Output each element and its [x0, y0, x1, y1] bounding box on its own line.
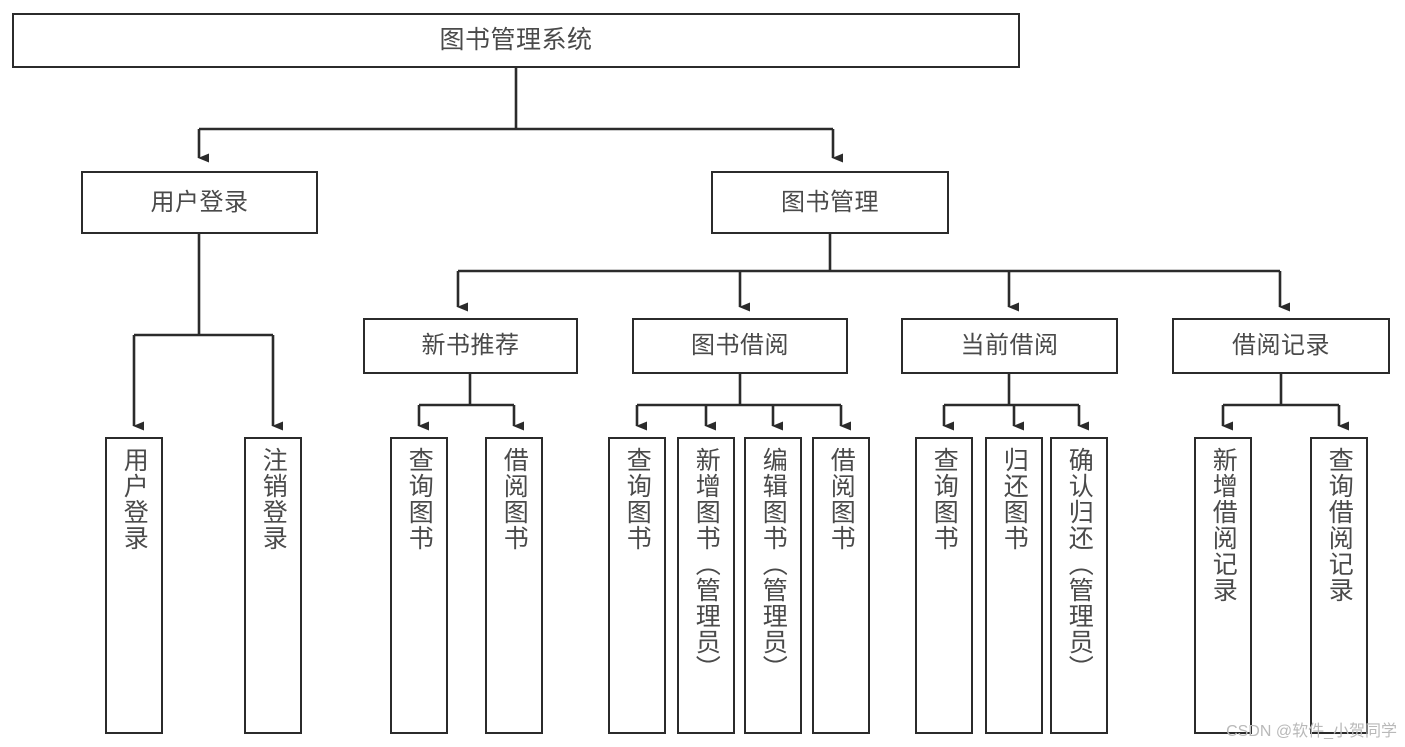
node-book-borrow[interactable]: 图书借阅 — [632, 318, 848, 374]
leaf-borrow-record-add[interactable]: 新增借阅记录 — [1194, 437, 1252, 734]
node-current-borrow-label: 当前借阅 — [960, 332, 1059, 359]
leaf-label: 新增图书（管理员） — [692, 447, 721, 681]
node-book-management-label: 图书管理 — [781, 188, 879, 216]
leaf-label: 用户登录 — [120, 447, 149, 551]
node-new-book-recommend-label: 新书推荐 — [421, 332, 520, 359]
leaf-new-book-borrow[interactable]: 借阅图书 — [485, 437, 543, 734]
leaf-label: 注销登录 — [259, 447, 288, 551]
node-borrow-record-label: 借阅记录 — [1232, 332, 1330, 359]
node-book-management[interactable]: 图书管理 — [711, 171, 949, 234]
leaf-user-login-logout[interactable]: 注销登录 — [244, 437, 302, 734]
leaf-book-borrow-query[interactable]: 查询图书 — [608, 437, 666, 734]
node-book-borrow-label: 图书借阅 — [691, 332, 789, 359]
leaf-book-borrow-edit[interactable]: 编辑图书（管理员） — [744, 437, 802, 734]
leaf-book-borrow-borrow[interactable]: 借阅图书 — [812, 437, 870, 734]
node-user-login[interactable]: 用户登录 — [81, 171, 318, 234]
leaf-current-borrow-confirm-return[interactable]: 确认归还（管理员） — [1050, 437, 1108, 734]
watermark: CSDN @软件_小贺同学 — [1226, 723, 1397, 740]
leaf-label: 查询图书 — [405, 447, 434, 551]
leaf-label: 确认归还（管理员） — [1065, 447, 1094, 681]
leaf-label: 查询借阅记录 — [1325, 447, 1354, 603]
leaf-label: 借阅图书 — [500, 447, 529, 551]
leaf-label: 查询图书 — [623, 447, 652, 551]
leaf-current-borrow-return[interactable]: 归还图书 — [985, 437, 1043, 734]
node-user-login-label: 用户登录 — [150, 188, 249, 216]
leaf-label: 借阅图书 — [827, 447, 856, 551]
node-current-borrow[interactable]: 当前借阅 — [901, 318, 1118, 374]
leaf-current-borrow-query[interactable]: 查询图书 — [915, 437, 973, 734]
leaf-label: 归还图书 — [1000, 447, 1029, 551]
leaf-label: 编辑图书（管理员） — [759, 447, 788, 681]
leaf-label: 查询图书 — [930, 447, 959, 551]
node-root[interactable]: 图书管理系统 — [12, 13, 1020, 68]
node-new-book-recommend[interactable]: 新书推荐 — [363, 318, 578, 374]
leaf-new-book-query[interactable]: 查询图书 — [390, 437, 448, 734]
node-root-label: 图书管理系统 — [439, 26, 593, 54]
node-borrow-record[interactable]: 借阅记录 — [1172, 318, 1390, 374]
leaf-borrow-record-query[interactable]: 查询借阅记录 — [1310, 437, 1368, 734]
leaf-label: 新增借阅记录 — [1209, 447, 1238, 603]
leaf-book-borrow-add[interactable]: 新增图书（管理员） — [677, 437, 735, 734]
leaf-user-login-login[interactable]: 用户登录 — [105, 437, 163, 734]
